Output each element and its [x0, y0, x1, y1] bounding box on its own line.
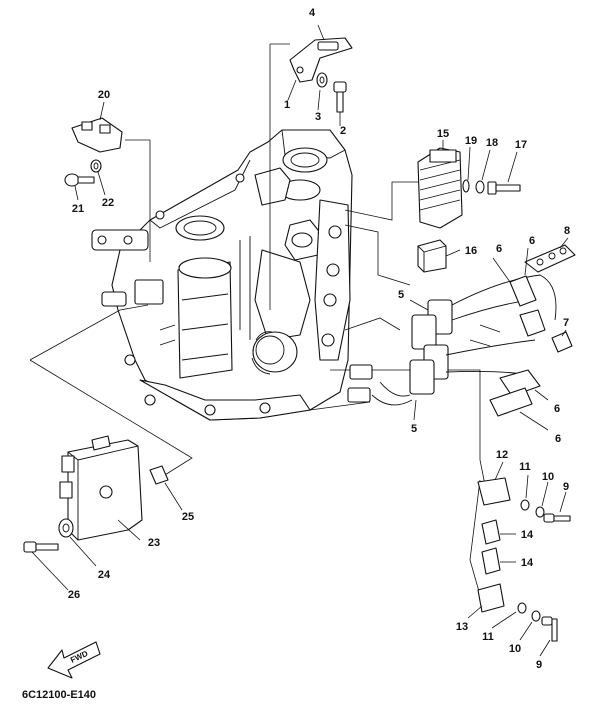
part-9-bolt-lower	[541, 616, 558, 642]
callout-c4: 4	[309, 7, 316, 19]
callout-c22: 22	[102, 197, 114, 209]
callout-c9a: 9	[563, 481, 569, 493]
part-20-bracket	[71, 117, 123, 153]
part-24-grommet	[58, 518, 74, 538]
part-12-bracket	[477, 477, 511, 506]
callout-c10a: 10	[542, 471, 554, 483]
callout-c1: 1	[284, 99, 290, 111]
callout-c18: 18	[486, 137, 498, 149]
part-16-cover	[417, 239, 447, 273]
forward-arrow-icon: FWD	[47, 641, 101, 679]
callout-c24: 24	[98, 569, 111, 581]
callout-c14a: 14	[521, 529, 534, 541]
part-25-collar	[149, 465, 169, 485]
callout-c6a: 6	[496, 243, 502, 255]
part-18-collar	[475, 180, 485, 194]
part-14-holder-lower	[481, 547, 501, 575]
part-14-holder-upper	[481, 519, 501, 545]
part-13-bracket	[477, 583, 505, 613]
callout-c5a: 5	[398, 289, 404, 301]
part-17-bolt	[487, 181, 521, 195]
callout-c11a: 11	[519, 461, 531, 473]
callout-c3: 3	[315, 111, 321, 123]
callout-c13: 13	[456, 621, 468, 633]
leader-lines	[29, 43, 486, 596]
callout-c5b: 5	[411, 423, 417, 435]
callout-c14b: 14	[521, 557, 534, 569]
callout-c2: 2	[340, 125, 346, 137]
callout-c12: 12	[496, 449, 508, 461]
callout-c19: 19	[465, 135, 477, 147]
part-9-bolt-upper	[543, 513, 571, 523]
part-26-bolt	[23, 541, 59, 553]
callout-c9b: 9	[536, 659, 542, 671]
part-8-holder	[524, 244, 576, 273]
part-10-washer-upper	[535, 506, 545, 518]
part-21-bolt	[64, 173, 95, 187]
callout-c6b: 6	[529, 235, 535, 247]
part-10-washer-lower	[531, 610, 541, 622]
callout-c6c: 6	[554, 403, 560, 415]
callout-c11b: 11	[482, 631, 494, 643]
part-3-washer	[316, 72, 328, 88]
part-11-collar-upper	[520, 499, 530, 511]
part-19-washer	[462, 179, 470, 193]
part-7-clamp	[551, 331, 573, 353]
callout-c25: 25	[182, 511, 194, 523]
callout-numbers: 1234556666789910101111121314141516171819…	[68, 7, 570, 671]
callout-c7: 7	[563, 317, 569, 329]
part-4-clamp	[289, 37, 353, 83]
part-6-caps-and-wires	[445, 274, 557, 417]
callout-c8: 8	[564, 225, 570, 237]
callout-c26: 26	[68, 589, 80, 601]
part-15-rectifier	[417, 147, 463, 229]
cylinder-block-assembly	[91, 129, 353, 421]
drawing-code: 6C12100-E140	[22, 689, 96, 701]
part-2-bolt	[333, 81, 347, 113]
callout-c16: 16	[465, 245, 477, 257]
part-11-collar-lower	[517, 602, 527, 614]
part-5-ignition-coils	[347, 299, 453, 406]
callout-c6d: 6	[555, 433, 561, 445]
callout-c15: 15	[437, 128, 449, 140]
callout-c23: 23	[148, 537, 160, 549]
callout-c10b: 10	[509, 643, 521, 655]
callout-c17: 17	[515, 139, 527, 151]
callout-c20: 20	[98, 89, 110, 101]
part-22-washer	[90, 159, 102, 173]
callout-c21: 21	[72, 203, 84, 215]
